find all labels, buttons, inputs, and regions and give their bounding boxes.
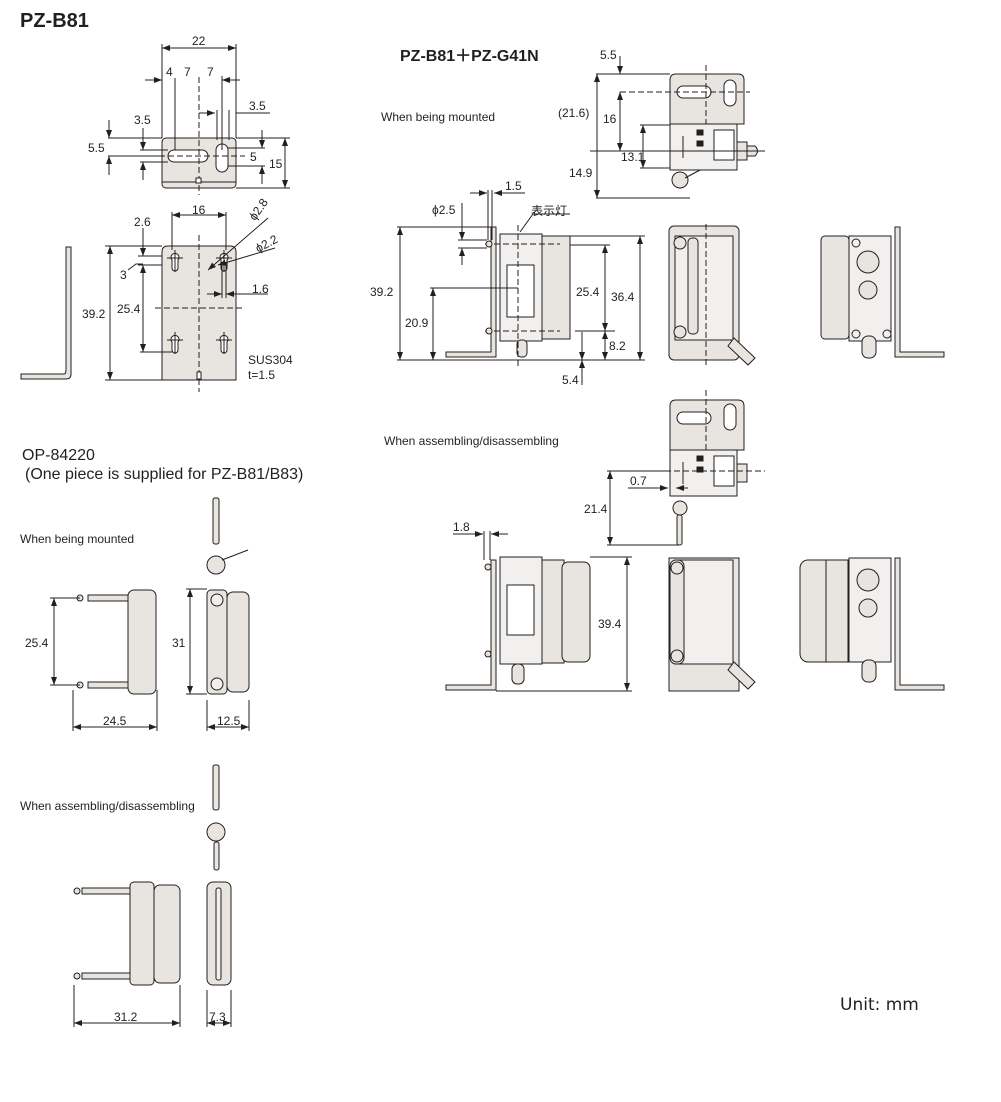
dim-21-4: 21.4 [584, 502, 608, 516]
dim-8-2: 8.2 [609, 339, 626, 353]
dim-21-6: (21.6) [558, 106, 590, 120]
dim-20-9: 20.9 [405, 316, 429, 330]
dim-7-3: 7.3 [209, 1010, 226, 1024]
dim-31-2: 31.2 [114, 1010, 138, 1024]
dim-24-5: 24.5 [103, 714, 127, 728]
dim-39-2: 39.2 [370, 285, 394, 299]
pz-b81-top-view [106, 44, 290, 195]
unit-label: Unit: mm [840, 995, 919, 1015]
dim-36-4: 36.4 [611, 290, 635, 304]
dim-1-5: 1.5 [505, 179, 522, 193]
op84220-assembling-views [73, 764, 232, 1027]
assembly-mounted-right-view [820, 226, 945, 359]
dim-22: 22 [192, 34, 206, 48]
dim-39-2: 39.2 [82, 307, 106, 321]
dim-7b: 7 [207, 65, 214, 79]
dim-16: 16 [603, 112, 617, 126]
dim-3-5-left: 3.5 [134, 113, 151, 127]
assembly-assembling-side-view [445, 531, 632, 692]
pz-b81-front-view [20, 212, 276, 392]
op84220-subtitle: (One piece is supplied for PZ-B81/B83) [25, 466, 304, 483]
dim-14-9: 14.9 [569, 166, 593, 180]
assembly-assembling-label: When assembling/disassembling [384, 434, 559, 448]
dim-25-4: 25.4 [117, 302, 141, 316]
assembly-assembling-right-view [799, 557, 945, 691]
dim-4: 4 [166, 65, 173, 79]
thickness-label: t=1.5 [248, 368, 276, 382]
dim-5-4: 5.4 [562, 373, 579, 387]
dim-13-1: 13.1 [621, 150, 645, 164]
dim-25-4: 25.4 [576, 285, 600, 299]
dim-5: 5 [250, 150, 257, 164]
op84220-title: OP-84220 [22, 447, 95, 464]
assembly-assembling-top-view [607, 390, 765, 546]
dim-31: 31 [172, 636, 186, 650]
dim-2-6: 2.6 [134, 215, 151, 229]
dim-5-5: 5.5 [600, 48, 617, 62]
dim-1-8: 1.8 [453, 520, 470, 534]
dim-15: 15 [269, 157, 283, 171]
dim-1-6: 1.6 [252, 282, 269, 296]
dim-5-5: 5.5 [88, 141, 105, 155]
dim-12-5: 12.5 [217, 714, 241, 728]
material-label: SUS304 [248, 353, 293, 367]
pz-b81-title: PZ-B81 [20, 10, 89, 32]
dim-3-5-right: 3.5 [249, 99, 266, 113]
dim-phi-2-5: ϕ2.5 [432, 203, 456, 217]
dim-39-4: 39.4 [598, 617, 622, 631]
indicator-light-label: 表示灯 [531, 204, 568, 218]
assembly-assembling-front-view [668, 557, 756, 692]
assembly-title: PZ-B81＋PZ-G41N [400, 48, 539, 65]
dim-25-4: 25.4 [25, 636, 49, 650]
dim-3: 3 [120, 268, 127, 282]
assembly-top-view [590, 56, 765, 199]
assembly-mounted-label: When being mounted [381, 110, 496, 124]
dim-16: 16 [192, 203, 206, 217]
assembly-mounted-front-view [668, 224, 756, 366]
op84220-mounted-views [50, 497, 250, 731]
dim-7a: 7 [184, 65, 191, 79]
assembly-mounted-side-view [397, 190, 645, 385]
op84220-mounted-label: When being mounted [20, 532, 135, 546]
op84220-assembling-label: When assembling/disassembling [20, 799, 195, 813]
dim-0-7: 0.7 [630, 474, 647, 488]
